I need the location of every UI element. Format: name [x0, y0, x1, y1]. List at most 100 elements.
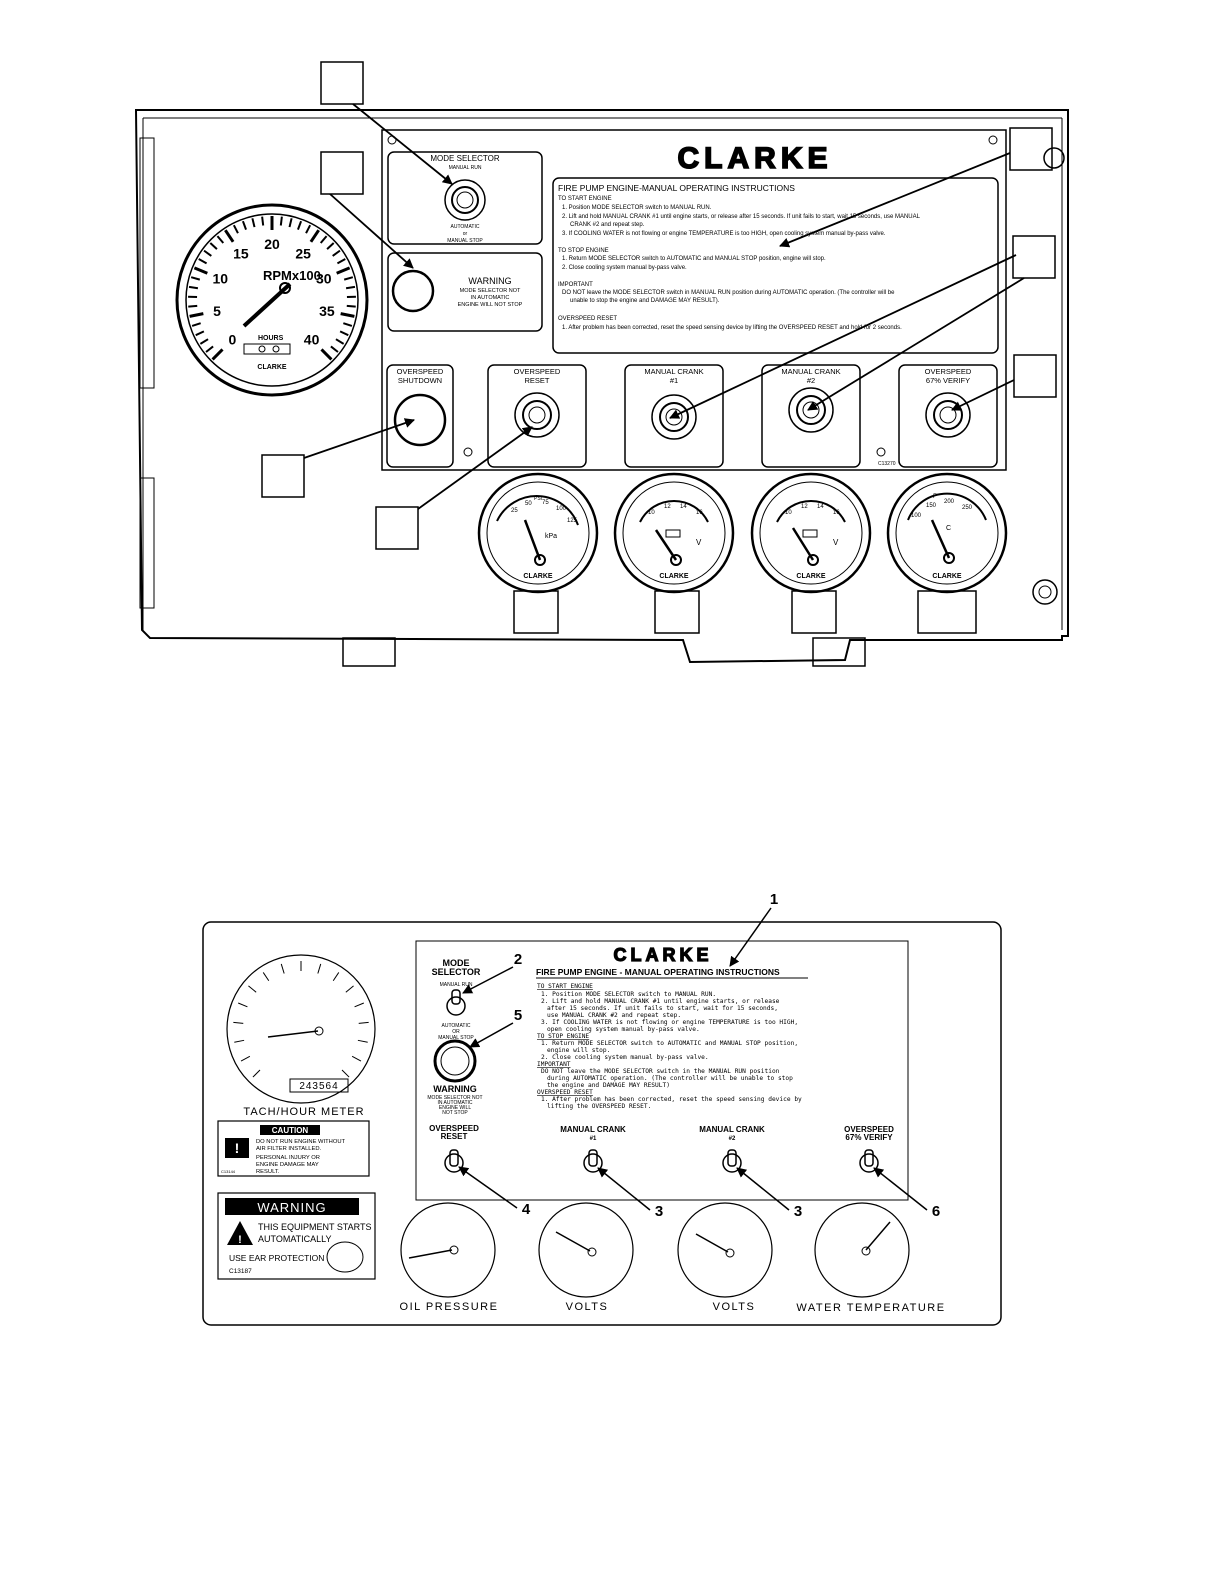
mode-selector-switch[interactable]	[444, 179, 486, 221]
callout-3a: 3	[655, 1203, 663, 1220]
svg-text:CLARKE: CLARKE	[932, 573, 961, 580]
tach-tick	[343, 276, 354, 281]
tach-tick	[320, 348, 333, 361]
warning-line-1: MODE SELECTOR NOT	[460, 288, 521, 294]
bottom-instructions-title: FIRE PUMP ENGINE - MANUAL OPERATING INST…	[536, 967, 780, 977]
tach-tick	[232, 224, 239, 234]
bottom-tach-ticks	[233, 961, 369, 1078]
overspeed-shutdown-lamp	[393, 393, 447, 447]
enclosure-outline	[134, 109, 1069, 664]
bottom-manual-crank-2-switch[interactable]	[722, 1153, 742, 1173]
bottom-or-label: OR	[452, 1029, 460, 1035]
tach-tick-label: 25	[295, 245, 311, 261]
svg-text:16: 16	[833, 510, 840, 516]
svg-text:the engine and DAMAGE MAY RESU: the engine and DAMAGE MAY RESULT)	[547, 1082, 670, 1089]
bottom-mode-selector-switch[interactable]	[446, 996, 466, 1016]
bottom-gauges: OIL PRESSURE VOLTS VOLTS WATER TEMPERATU…	[400, 1202, 944, 1314]
overspeed-verify-switch[interactable]	[925, 392, 971, 438]
svg-text:WARNING: WARNING	[257, 1200, 326, 1215]
warning-lamp	[391, 269, 435, 313]
plate-code: C13270	[878, 461, 896, 467]
tach-tick	[288, 218, 293, 228]
tach-tick	[345, 285, 356, 290]
tach-tick	[335, 338, 345, 345]
svg-text:1. Return MODE SELECTOR switch: 1. Return MODE SELECTOR switch to AUTOMA…	[562, 256, 826, 262]
svg-text:CLARKE: CLARKE	[796, 573, 825, 580]
tach-tick	[340, 312, 355, 318]
svg-text:DO NOT leave the MODE SELECTOR: DO NOT leave the MODE SELECTOR switch in…	[562, 290, 895, 296]
manual-crank-1-switch[interactable]	[651, 394, 697, 440]
svg-text:12: 12	[801, 504, 808, 510]
instructions-text: FIRE PUMP ENGINE-MANUAL OPERATING INSTRU…	[558, 183, 921, 331]
instructions-panel	[552, 177, 999, 354]
battery-icon	[665, 529, 681, 538]
tach-tick	[189, 312, 204, 318]
ear-protection-icon	[326, 1241, 364, 1273]
manual-crank-2-panel	[761, 364, 861, 468]
svg-text:DO NOT RUN ENGINE WITHOUT: DO NOT RUN ENGINE WITHOUT	[256, 1139, 346, 1145]
callout-4: 4	[522, 1201, 531, 1218]
bottom-instructions-text: TO START ENGINE 1. Position MODE SELECTO…	[537, 983, 802, 1110]
svg-text:3. If COOLING WATER is not flo: 3. If COOLING WATER is not flowing or en…	[541, 1019, 798, 1026]
svg-text:RESULT.: RESULT.	[256, 1169, 280, 1175]
foot-right	[812, 637, 866, 667]
tach-tick	[305, 224, 312, 234]
bottom-manual-run-label: MANUAL RUN	[440, 982, 473, 988]
svg-text:RESET: RESET	[524, 376, 549, 385]
svg-text:OVERSPEED: OVERSPEED	[397, 367, 444, 376]
bottom-instruction-plate	[415, 940, 909, 1201]
mode-selector-or: or	[463, 231, 468, 237]
oil-pressure-label: OIL PRESSURE	[400, 1301, 499, 1313]
svg-text:16: 16	[696, 510, 703, 516]
svg-text:2. Lift and hold MANUAL CRANK: 2. Lift and hold MANUAL CRANK #1 until e…	[562, 214, 921, 220]
bottom-tach-tick	[317, 963, 322, 974]
bottom-figure: CLARKE FIRE PUMP ENGINE - MANUAL OPERATI…	[202, 891, 1002, 1326]
svg-text:67% VERIFY: 67% VERIFY	[926, 376, 970, 385]
svg-text:100: 100	[911, 513, 922, 519]
svg-text:250: 250	[962, 505, 973, 511]
bottom-toggle-row: OVERSPEED RESET MANUAL CRANK #1 MANUAL C…	[429, 1124, 894, 1173]
svg-text:engine will stop.: engine will stop.	[547, 1047, 610, 1054]
tach-tick	[319, 235, 328, 244]
svg-text:C13187: C13187	[229, 1268, 252, 1275]
tach-tick-label: 0	[229, 332, 237, 348]
bottom-automatic-label: AUTOMATIC	[442, 1023, 471, 1029]
svg-text:14: 14	[680, 504, 687, 510]
svg-text:MANUAL CRANK: MANUAL CRANK	[781, 367, 840, 376]
bottom-tach-label: TACH/HOUR METER	[243, 1106, 364, 1118]
tach-hours-label: HOURS	[258, 335, 284, 342]
tach-tick	[209, 242, 218, 250]
svg-text:lifting the OVERSPEED RESET.: lifting the OVERSPEED RESET.	[547, 1103, 651, 1110]
ground-screw-icon	[1032, 579, 1058, 605]
instruction-plate	[381, 129, 1007, 471]
bottom-tach-tick	[234, 1039, 245, 1043]
svg-text:2. Close cooling system manual: 2. Close cooling system manual by-pass v…	[541, 1054, 709, 1061]
svg-text:1. After problem has been corr: 1. After problem has been corrected, res…	[562, 325, 902, 331]
bottom-overspeed-reset-switch[interactable]	[444, 1153, 464, 1173]
overspeed-shutdown-panel	[386, 364, 454, 468]
svg-text:OVERSPEED: OVERSPEED	[514, 367, 561, 376]
tach-tick	[191, 322, 201, 327]
svg-text:TO STOP ENGINE: TO STOP ENGINE	[537, 1033, 589, 1040]
tach-tick	[199, 338, 209, 345]
warning-title: WARNING	[468, 276, 511, 286]
bottom-overspeed-verify-switch[interactable]	[859, 1153, 879, 1173]
manual-crank-1-panel	[624, 364, 724, 468]
bottom-brand-logo: CLARKE	[614, 945, 713, 965]
tach-tick-label: 5	[213, 303, 221, 319]
manual-crank-2-switch[interactable]	[788, 387, 834, 433]
tach-tick	[343, 322, 353, 327]
volts-gauge-2-bottom	[677, 1202, 773, 1298]
svg-text:10: 10	[648, 510, 655, 516]
bottom-tach-tick	[237, 1002, 248, 1008]
bottom-manual-crank-1-switch[interactable]	[583, 1153, 603, 1173]
overspeed-reset-switch[interactable]	[514, 392, 560, 438]
tach-tick	[203, 249, 212, 257]
svg-text:3. If COOLING WATER is not flo: 3. If COOLING WATER is not flowing or en…	[562, 231, 886, 237]
svg-text:USE EAR PROTECTION: USE EAR PROTECTION	[229, 1253, 324, 1263]
tach-tick	[224, 229, 235, 243]
mode-selector-panel	[387, 151, 543, 245]
svg-text:IMPORTANT: IMPORTANT	[558, 282, 593, 288]
overspeed-verify-panel	[898, 364, 998, 468]
